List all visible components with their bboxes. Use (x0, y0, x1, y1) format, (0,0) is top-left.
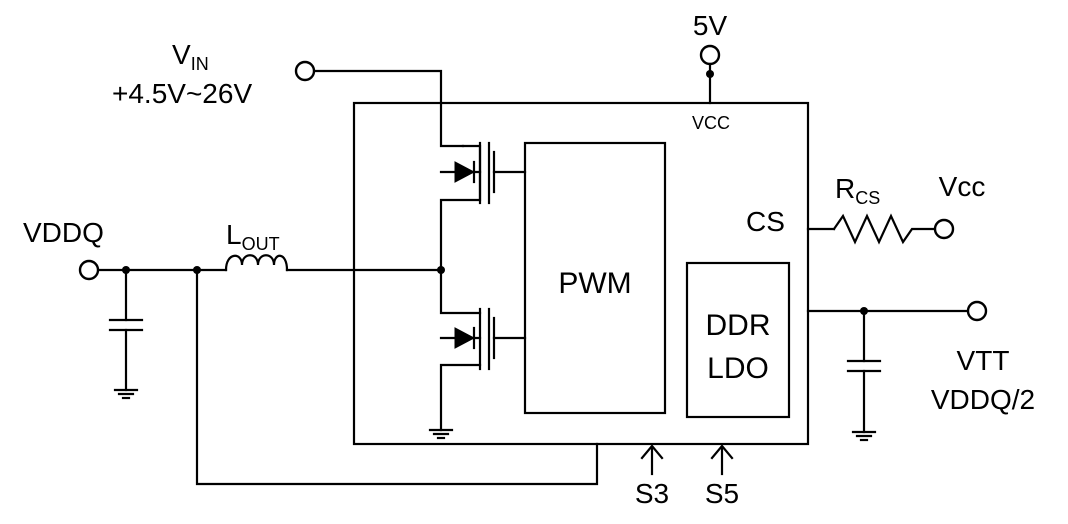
vtt-output-capacitor (846, 309, 882, 434)
vddq-ground-symbol (113, 388, 139, 400)
s5-arrow (710, 444, 734, 476)
vcc-pin-label: VCC (692, 113, 730, 133)
vin-terminal[interactable] (294, 60, 316, 82)
vddq-label: VDDQ (23, 217, 104, 248)
rcs-resistor (832, 213, 937, 245)
vtt-ratio-label: VDDQ/2 (931, 384, 1035, 415)
vtt-label: VTT (957, 345, 1010, 376)
pwm-block (523, 141, 667, 415)
vcc-junction (706, 70, 714, 78)
high-side-mosfet (439, 141, 527, 272)
s3-arrow (640, 444, 664, 476)
inductor-label: LOUT (226, 219, 280, 254)
ic-body (352, 101, 810, 446)
vtt-ground-symbol (851, 430, 877, 442)
feedback-wire (195, 268, 599, 486)
vcc-out-label: Vcc (939, 171, 986, 202)
pwm-label: PWM (558, 267, 631, 300)
5v-terminal[interactable] (699, 44, 721, 66)
cs-pin-label: CS (746, 206, 785, 237)
high-side-body-diode (454, 161, 476, 183)
5v-label: 5V (693, 10, 728, 41)
vcc-out-terminal[interactable] (933, 218, 955, 240)
ddr-ldo-label-line2: LDO (707, 352, 769, 385)
ic-ground-symbol (428, 428, 454, 440)
s3-label: S3 (635, 478, 669, 509)
ddr-ldo-block (685, 261, 791, 419)
ddr-ldo-label-line1: DDR (706, 309, 771, 342)
vin-wire (313, 69, 465, 148)
s5-label: S5 (705, 478, 739, 509)
low-side-mosfet (439, 268, 527, 432)
vddq-output-capacitor (108, 268, 144, 392)
vin-label: VIN (172, 39, 209, 74)
vddq-terminal[interactable] (78, 259, 100, 281)
low-side-body-diode (454, 327, 476, 349)
output-inductor (224, 254, 289, 272)
vin-range: +4.5V~26V (112, 78, 252, 109)
vtt-terminal[interactable] (966, 300, 988, 322)
rcs-label: RCS (835, 173, 880, 208)
